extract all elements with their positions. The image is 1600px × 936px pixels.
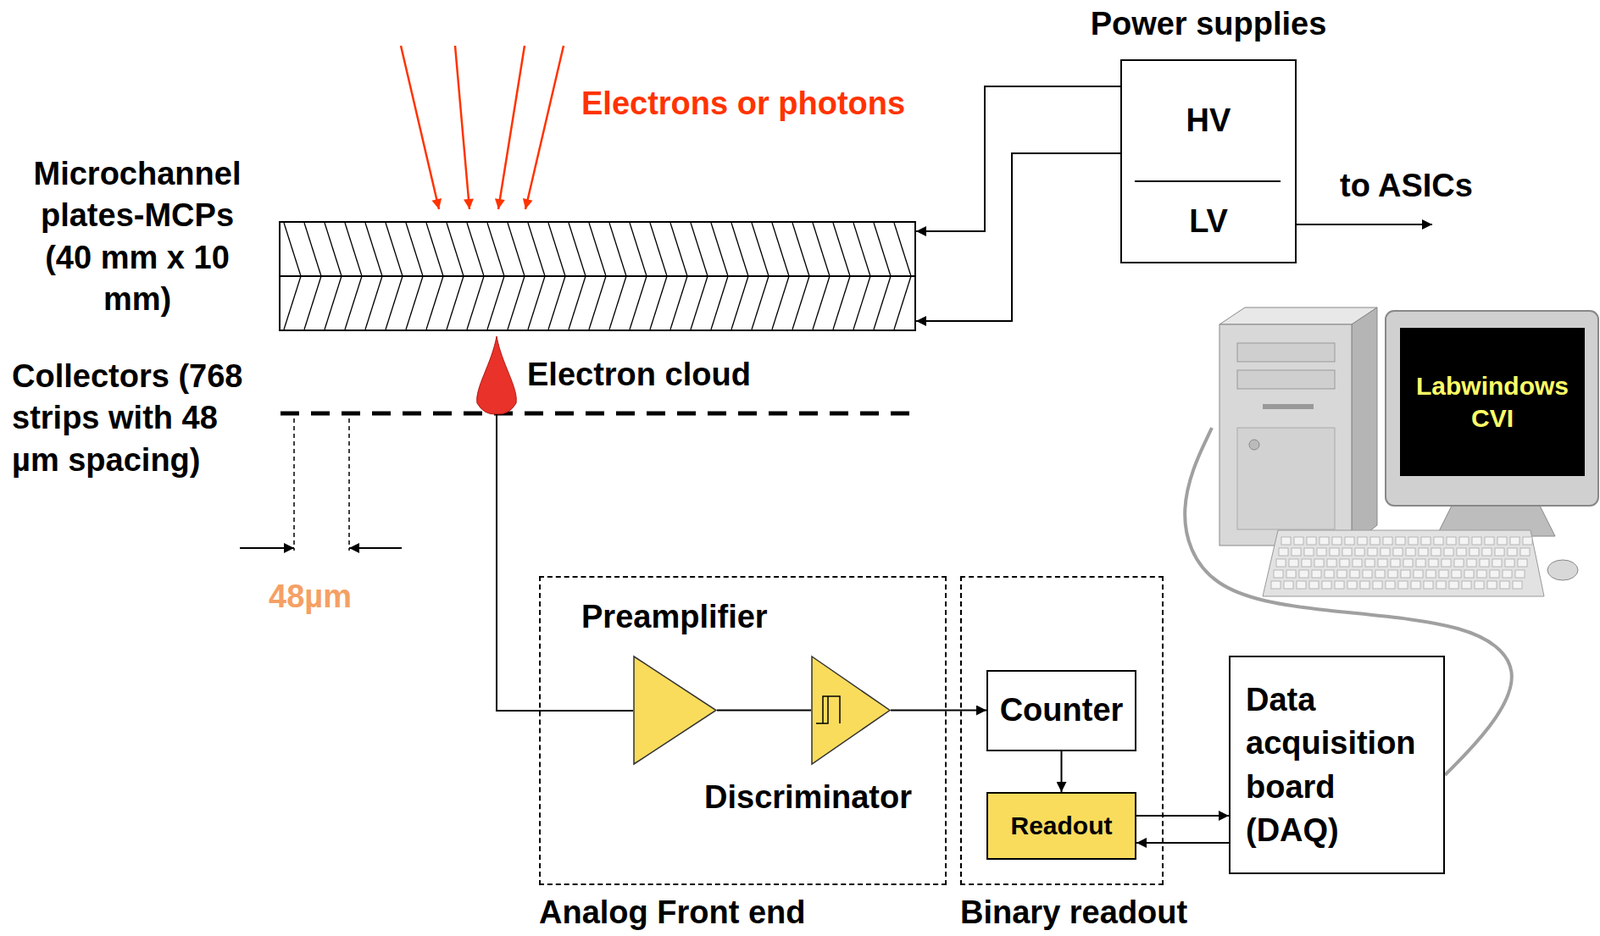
pitch-dimension	[239, 418, 402, 551]
triangle-symbol	[811, 656, 890, 765]
node-outline	[278, 221, 917, 332]
amplifier-triangle: Preamplifier	[633, 655, 717, 766]
part-label: Collectors (768 strips with 48 µm spacin…	[11, 355, 258, 482]
box-heading: Power supplies	[1090, 5, 1328, 45]
group-box: Analog Front endPreamplifierDiscriminato…	[538, 576, 947, 886]
annotation: Electrons or photons	[581, 84, 906, 124]
hysteresis-symbol	[816, 696, 840, 724]
process-box: Readout	[986, 792, 1137, 861]
annotation: Electron cloud	[527, 355, 751, 395]
process-box: Data acquisition board (DAQ)	[1228, 655, 1445, 875]
electron-cloud	[477, 336, 517, 415]
collector-strips	[280, 411, 919, 417]
connector	[916, 153, 1121, 322]
screen-text: Labwindows CVI	[1400, 370, 1585, 434]
group-label: Analog Front end	[538, 894, 806, 934]
annotation: to ASICs	[1339, 166, 1473, 206]
connector	[1061, 751, 1063, 793]
discriminator-triangle: Discriminator	[811, 655, 891, 766]
group-box: Binary readoutCounterReadout	[960, 576, 1164, 886]
cable	[1184, 427, 1512, 776]
plate-hatching	[279, 222, 916, 331]
group-label: Binary readout	[960, 894, 1188, 934]
signal-wire	[496, 414, 634, 712]
incoming-particles	[400, 45, 564, 210]
dimension-label: 48µm	[268, 577, 352, 617]
supply-label: LV	[1122, 181, 1295, 262]
microchannel-plate: Microchannel plates-MCPs (40 mm x 10 mm)	[278, 221, 917, 332]
box-label: Readout	[1011, 811, 1113, 842]
computer: Labwindows CVI	[1211, 300, 1600, 598]
connector	[916, 86, 1121, 232]
power-supply-box: Power suppliesHVLV	[1120, 59, 1297, 264]
process-box: Counter	[986, 670, 1137, 752]
connector	[1136, 815, 1229, 817]
node-outline	[1211, 300, 1600, 598]
part-label: Discriminator	[704, 778, 912, 818]
node-outline	[811, 655, 891, 766]
box-label: Data acquisition board (DAQ)	[1245, 678, 1426, 853]
node-outline	[1122, 61, 1295, 262]
divider-line	[1134, 180, 1281, 183]
node-outline	[633, 655, 717, 766]
part-label: Preamplifier	[581, 598, 768, 638]
connector	[1136, 842, 1229, 845]
box-label: Counter	[1000, 691, 1124, 731]
triangle-symbol	[633, 656, 717, 765]
part-label: Microchannel plates-MCPs (40 mm x 10 mm)	[26, 153, 249, 322]
computer-illustration	[1219, 307, 1599, 597]
supply-label: HV	[1122, 61, 1295, 182]
connector	[890, 710, 987, 712]
asic-power-arrow	[1296, 223, 1433, 226]
connector	[716, 710, 812, 712]
